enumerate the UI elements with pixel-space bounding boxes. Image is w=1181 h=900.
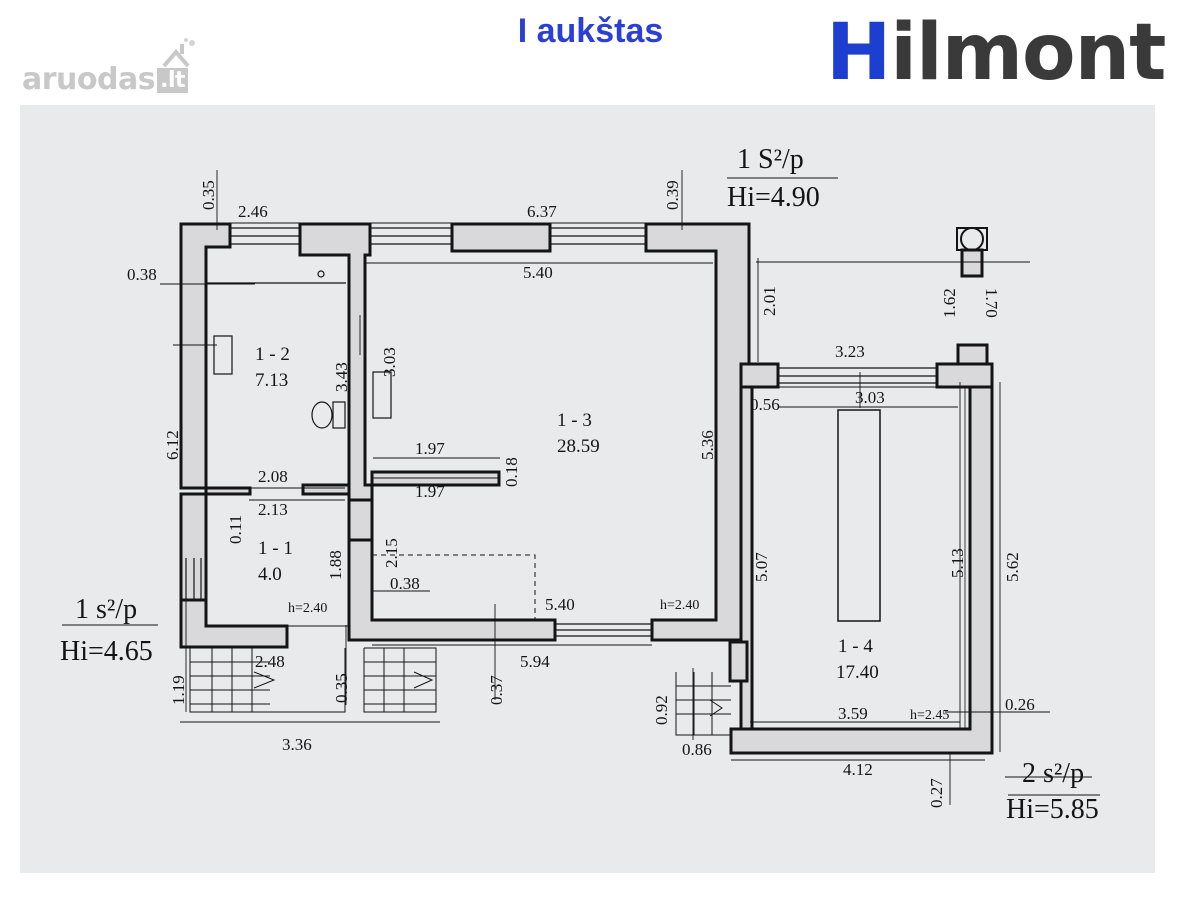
dim-label: 0.35 <box>199 180 218 210</box>
dim-label: 0.38 <box>127 265 157 284</box>
room-1-4-area: 17.40 <box>836 662 879 683</box>
stair-height-3: Hi=5.85 <box>1006 794 1099 825</box>
dim-label: 5.40 <box>523 263 553 282</box>
ceiling-height-1: h=2.40 <box>288 601 327 616</box>
room-1-1-id: 1 - 1 <box>258 538 293 559</box>
dim-label: 5.07 <box>752 552 771 582</box>
room-1-3-area: 28.59 <box>557 436 600 457</box>
room-1-3-id: 1 - 3 <box>557 410 592 431</box>
dim-label: 1.62 <box>940 288 959 318</box>
dim-label: 0.56 <box>750 395 780 414</box>
dim-label: 0.86 <box>682 740 712 759</box>
dim-label: 1.97 <box>415 439 445 458</box>
dim-label: 2.13 <box>258 500 288 519</box>
room-1-2-id: 1 - 2 <box>255 344 290 365</box>
stairs <box>189 647 731 736</box>
house-icon <box>162 38 195 68</box>
dim-label: 0.26 <box>1005 695 1035 714</box>
dim-label: 1.70 <box>982 288 1001 318</box>
chimney-icon <box>956 227 988 251</box>
dim-label: 5.36 <box>698 430 717 460</box>
walls <box>179 222 994 755</box>
dim-label: 5.62 <box>1003 552 1022 582</box>
dim-label: 2.15 <box>382 538 401 568</box>
dim-label: 2.08 <box>258 467 288 486</box>
dim-label: 3.43 <box>332 362 351 392</box>
dim-label: 0.39 <box>663 180 682 210</box>
dim-label: 1.97 <box>415 482 445 501</box>
dim-label: 1.19 <box>169 675 188 705</box>
dim-label: 0.37 <box>487 675 506 705</box>
dim-label: 0.11 <box>226 515 245 544</box>
dim-label: 6.12 <box>163 430 182 460</box>
dim-label: 3.23 <box>835 342 865 361</box>
dim-label: 4.12 <box>843 760 873 779</box>
ceiling-height-2: h=2.40 <box>660 598 699 613</box>
room-1-4-id: 1 - 4 <box>838 636 873 657</box>
dim-label: 5.94 <box>520 652 550 671</box>
dim-label: 1.88 <box>326 550 345 580</box>
dim-label: 3.03 <box>855 388 885 407</box>
dim-label: 0.27 <box>927 778 946 808</box>
room-1-2-area: 7.13 <box>255 370 288 391</box>
stair-height-2: Hi=4.65 <box>60 636 153 667</box>
dim-label: 0.18 <box>502 457 521 487</box>
dim-label: 2.46 <box>238 202 268 221</box>
floor-plan-drawing: 1 - 2 7.13 1 - 3 28.59 1 - 1 4.0 1 - 4 1… <box>20 105 1155 873</box>
dashed-outline <box>372 554 536 620</box>
dim-label: 2.01 <box>760 286 779 316</box>
dim-label: 0.92 <box>652 695 671 725</box>
dim-label: 3.36 <box>282 735 312 754</box>
dimension-lines <box>62 170 1100 805</box>
garage-column <box>837 409 881 622</box>
stair-label-2: 1 s²/p <box>75 594 137 625</box>
aruodas-tld: .lt <box>157 68 189 93</box>
dim-label: 3.03 <box>380 347 399 377</box>
ceiling-height-3: h=2.45 <box>910 708 949 723</box>
windows <box>185 227 966 729</box>
stair-label-3: 2 s²/p <box>1022 758 1084 789</box>
dim-label: 0.35 <box>332 673 351 703</box>
dim-label: 3.59 <box>838 704 868 723</box>
dim-label: 5.13 <box>948 548 967 578</box>
bathroom-fixtures <box>206 270 392 429</box>
aruodas-name: aruodas <box>22 62 156 97</box>
page-title: I aukštas <box>517 12 664 50</box>
room-1-1-area: 4.0 <box>258 564 282 585</box>
dim-label: 2.48 <box>255 652 285 671</box>
brand-logo: Hilmont <box>826 8 1166 98</box>
dim-label: 5.40 <box>545 595 575 614</box>
floor-plan-svg: 1 - 2 7.13 1 - 3 28.59 1 - 1 4.0 1 - 4 1… <box>60 144 1100 825</box>
dim-label: 0.38 <box>390 574 420 593</box>
dim-label: 6.37 <box>527 202 557 221</box>
stair-height-1: Hi=4.90 <box>727 182 820 213</box>
stair-label-1: 1 S²/p <box>737 144 804 175</box>
